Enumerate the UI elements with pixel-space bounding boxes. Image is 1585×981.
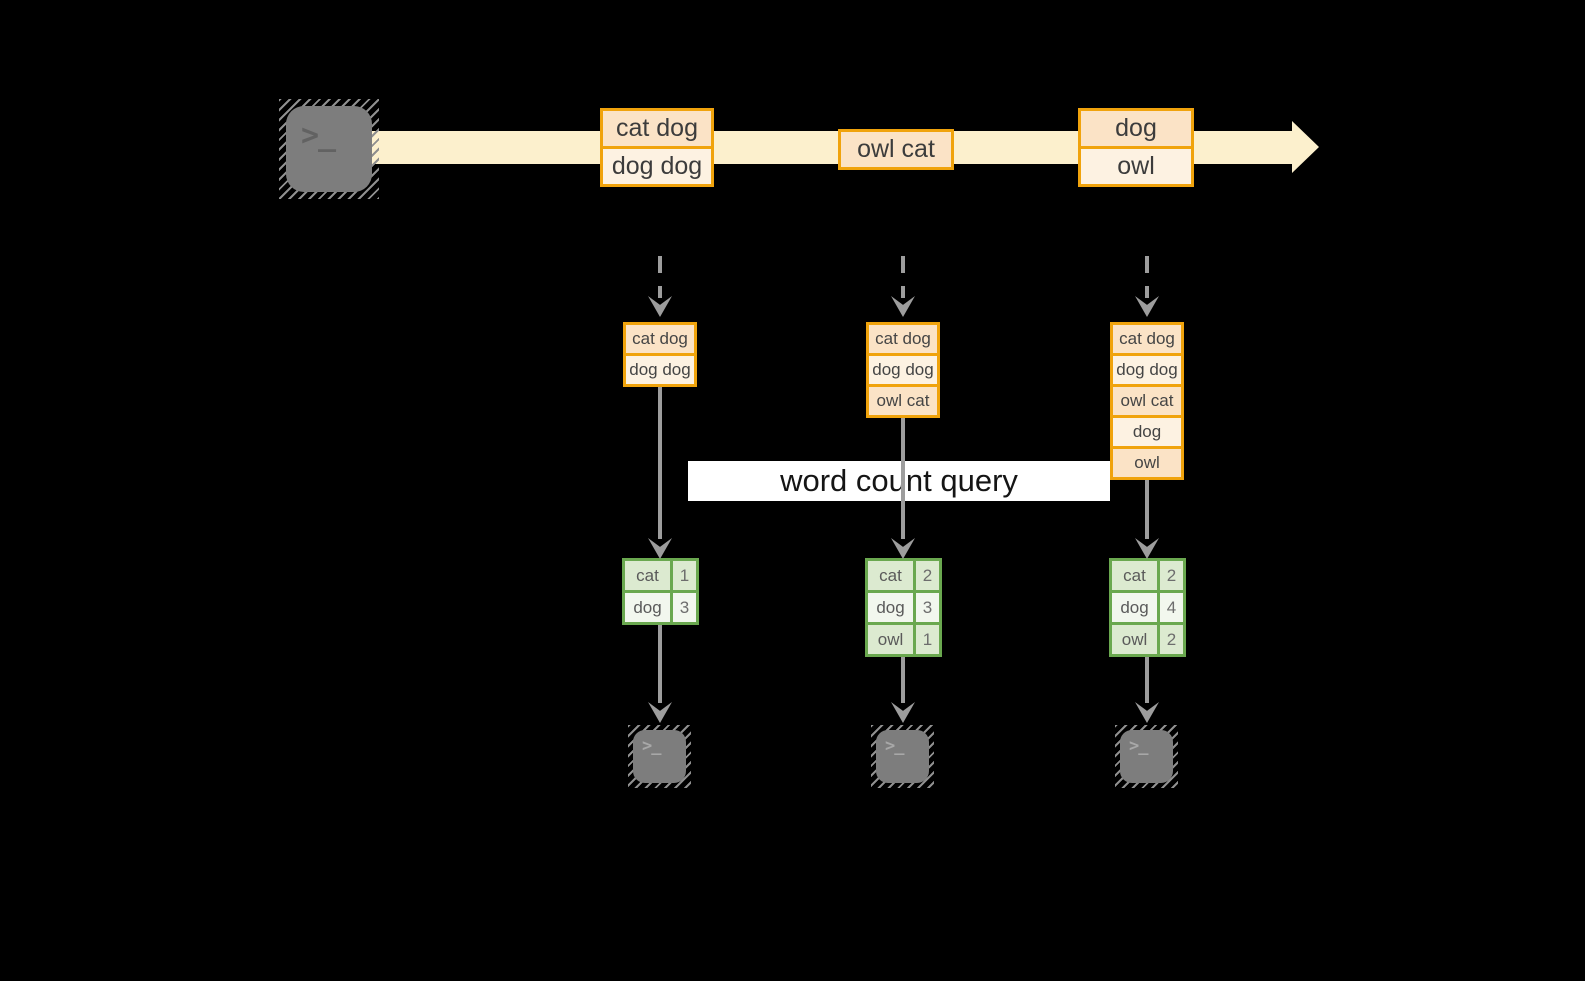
batch-line: owl cat [841, 132, 951, 167]
word-count-table-3: cat 2 dog 4 owl 2 [1109, 558, 1186, 657]
terminal-body: >_ [633, 730, 686, 783]
terminal-prompt-glyph: >_ [885, 736, 905, 756]
arrow-line [658, 625, 662, 703]
terminal-prompt-glyph: >_ [642, 736, 662, 756]
arrow-line [901, 657, 905, 703]
count-cell: 4 [1160, 593, 1183, 622]
terminal-prompt-glyph: >_ [1129, 736, 1149, 756]
table-row: cat 2 [1112, 561, 1183, 590]
word-count-table-2: cat 2 dog 3 owl 1 [865, 558, 942, 657]
count-cell: 3 [673, 593, 696, 622]
accumulated-batch-3: cat dog dog dog owl cat dog owl [1110, 322, 1184, 480]
table-row: dog 4 [1112, 593, 1183, 622]
terminal-body: >_ [286, 106, 372, 192]
arrow-down-icon [1135, 702, 1159, 723]
word-cell: dog [1112, 593, 1157, 622]
word-cell: cat [625, 561, 670, 590]
arrow-line [901, 418, 905, 539]
batch-line: dog [1081, 111, 1191, 146]
table-row: dog 3 [868, 593, 939, 622]
dashed-arrow-line [1145, 256, 1149, 298]
table-row: owl 2 [1112, 625, 1183, 654]
table-row: dog 3 [625, 593, 696, 622]
arrow-down-icon [648, 296, 672, 317]
terminal-body: >_ [1120, 730, 1173, 783]
arrow-down-icon [648, 538, 672, 559]
word-cell: owl [1112, 625, 1157, 654]
arrow-line [1145, 657, 1149, 703]
batch-line: owl [1081, 149, 1191, 184]
dashed-arrow-line [658, 256, 662, 298]
terminal-icon: >_ [871, 725, 934, 788]
word-cell: owl [868, 625, 913, 654]
timeline-batch-1: cat dog dog dog [600, 108, 714, 187]
arrow-down-icon [1135, 538, 1159, 559]
arrow-down-icon [891, 702, 915, 723]
arrow-line [658, 387, 662, 539]
table-row: cat 2 [868, 561, 939, 590]
batch-line: cat dog [869, 325, 937, 353]
batch-line: owl cat [869, 387, 937, 415]
terminal-icon: >_ [628, 725, 691, 788]
batch-line: owl [1113, 449, 1181, 477]
word-count-table-1: cat 1 dog 3 [622, 558, 699, 625]
terminal-body: >_ [876, 730, 929, 783]
terminal-icon: >_ [1115, 725, 1178, 788]
word-cell: cat [868, 561, 913, 590]
dashed-arrow-line [901, 256, 905, 298]
timeline-batch-3: dog owl [1078, 108, 1194, 187]
query-label: word count query [688, 461, 1110, 501]
count-cell: 1 [673, 561, 696, 590]
arrow-down-icon [891, 538, 915, 559]
table-row: cat 1 [625, 561, 696, 590]
batch-line: dog dog [869, 356, 937, 384]
batch-line: cat dog [603, 111, 711, 146]
stream-timeline-arrowhead-icon [1292, 121, 1319, 173]
arrow-down-icon [648, 702, 672, 723]
batch-line: dog dog [626, 356, 694, 384]
batch-line: dog [1113, 418, 1181, 446]
arrow-down-icon [1135, 296, 1159, 317]
batch-line: cat dog [626, 325, 694, 353]
count-cell: 2 [1160, 561, 1183, 590]
word-cell: dog [625, 593, 670, 622]
batch-line: dog dog [603, 149, 711, 184]
timeline-batch-2: owl cat [838, 129, 954, 170]
accumulated-batch-2: cat dog dog dog owl cat [866, 322, 940, 418]
batch-line: owl cat [1113, 387, 1181, 415]
table-row: owl 1 [868, 625, 939, 654]
word-cell: cat [1112, 561, 1157, 590]
count-cell: 2 [1160, 625, 1183, 654]
accumulated-batch-1: cat dog dog dog [623, 322, 697, 387]
count-cell: 1 [916, 625, 939, 654]
terminal-icon: >_ [279, 99, 379, 199]
count-cell: 3 [916, 593, 939, 622]
arrow-down-icon [891, 296, 915, 317]
arrow-line [1145, 480, 1149, 539]
batch-line: cat dog [1113, 325, 1181, 353]
batch-line: dog dog [1113, 356, 1181, 384]
terminal-prompt-glyph: >_ [301, 118, 336, 153]
word-cell: dog [868, 593, 913, 622]
count-cell: 2 [916, 561, 939, 590]
